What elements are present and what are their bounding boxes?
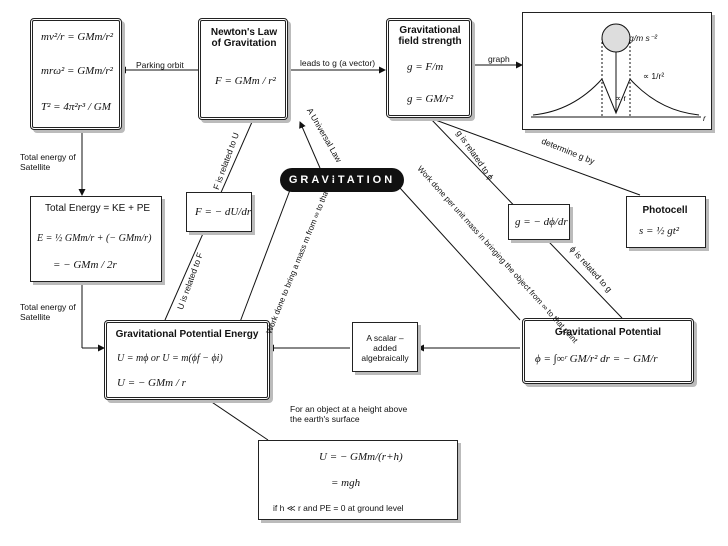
scalar-box: A scalar – added algebraically <box>352 322 418 372</box>
label-graph: graph <box>488 54 510 64</box>
height-eq1: U = − GMm/(r+h) <box>319 451 403 463</box>
orbit-equations-box: mv²/r = GMm/r² mrω² = GMm/r² T² = 4π²r³ … <box>30 18 122 130</box>
gravitational-potential-energy-box: Gravitational Potential Energy U = mϕ or… <box>104 320 270 400</box>
total-energy-box: Total Energy = KE + PE E = ½ GMm/r + (− … <box>30 196 162 282</box>
newtons-law-box: Newton's Law of Gravitation F = GMm / r² <box>198 18 288 120</box>
gpe-eq2: U = − GMm / r <box>117 377 186 389</box>
g-vs-r-graph: g/m s⁻² r ∝ 1/r² ∝ r <box>522 12 712 130</box>
height-caption: For an object at a height above the eart… <box>290 404 408 424</box>
total-energy-eq1: E = ½ GMm/r + (− GMm/r) <box>37 233 152 244</box>
field-from-potential-eq: g = − dϕ/dr <box>515 216 568 228</box>
photocell-title: Photocell <box>642 205 688 216</box>
graph-curve-label: ∝ 1/r² <box>643 71 665 81</box>
field-from-potential-box: g = − dϕ/dr <box>508 204 570 240</box>
orbit-eq-velocity: mv²/r = GMm/r² <box>41 31 114 43</box>
potential-eq: ϕ = ∫∞ʳ GM/r² dr = − GM/r <box>535 353 658 365</box>
scalar-text: A scalar – added algebraically <box>361 333 409 363</box>
graph-inner-label: ∝ r <box>615 93 627 103</box>
gravitational-potential-box: Gravitational Potential ϕ = ∫∞ʳ GM/r² dr… <box>522 318 694 384</box>
height-eq2: = mgh <box>331 477 361 489</box>
gpe-title: Gravitational Potential Energy <box>115 329 259 340</box>
label-total-energy-2: Total energy of Satellite <box>20 302 76 322</box>
potential-title: Gravitational Potential <box>554 327 662 338</box>
graph-canvas <box>531 23 701 118</box>
orbit-eq-period: T² = 4π²r³ / GM <box>41 101 111 113</box>
field-eq-mass: g = GM/r² <box>407 93 454 105</box>
field-strength-box: Gravitational field strength g = F/m g =… <box>386 18 472 118</box>
label-parking-orbit: Parking orbit <box>136 60 184 70</box>
height-note: if h ≪ r and PE = 0 at ground level <box>273 503 404 513</box>
photocell-eq: s = ½ gt² <box>639 225 680 237</box>
gpe-eq1: U = mϕ or U = m(ϕf − ϕi) <box>117 353 223 364</box>
total-energy-eq2: = − GMm / 2r <box>53 259 117 271</box>
graph-y-label: g/m s⁻² <box>629 33 658 43</box>
newtons-law-title: Newton's Law of Gravitation <box>210 27 278 49</box>
label-leads-to: leads to g (a vector) <box>300 58 376 68</box>
height-energy-box: U = − GMm/(r+h) = mgh if h ≪ r and PE = … <box>258 440 458 520</box>
graph-x-label: r <box>703 113 706 123</box>
field-eq-force: g = F/m <box>407 61 444 73</box>
photocell-box: Photocell s = ½ gt² <box>626 196 706 248</box>
field-strength-title: Gravitational field strength <box>398 25 462 47</box>
label-total-energy-1: Total energy of Satellite <box>20 152 76 172</box>
total-energy-title: Total Energy = KE + PE <box>45 203 151 214</box>
gravitation-center-node: GRAVITATION <box>280 168 404 192</box>
force-from-potential-eq: F = − dU/dr <box>195 206 252 218</box>
force-from-potential-box: F = − dU/dr <box>186 192 252 232</box>
orbit-eq-angular: mrω² = GMm/r² <box>41 65 113 77</box>
newtons-law-equation: F = GMm / r² <box>215 75 276 87</box>
